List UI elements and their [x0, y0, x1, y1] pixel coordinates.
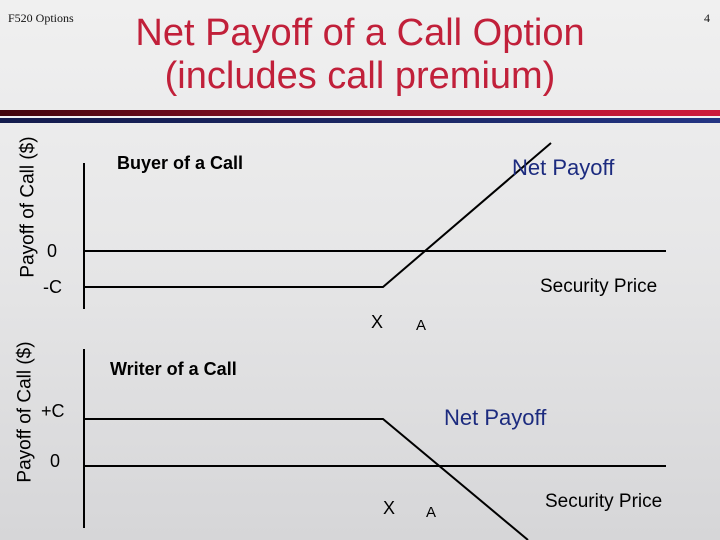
writer-x-axis-label: Security Price — [545, 491, 663, 512]
buyer-net-payoff-line — [84, 142, 552, 288]
writer-premium-tick: +C — [41, 401, 65, 421]
writer-net-payoff-label: Net Payoff — [444, 405, 547, 430]
writer-chart-heading: Writer of a Call — [110, 359, 237, 379]
buyer-y-axis-label: Payoff of Call ($) — [17, 136, 39, 278]
buyer-breakeven-tick: A — [416, 317, 427, 334]
divider-gap — [0, 116, 720, 118]
writer-breakeven-tick: A — [426, 504, 437, 521]
divider-blue-bar — [0, 118, 720, 123]
buyer-strike-tick: X — [371, 312, 384, 332]
writer-zero-tick: 0 — [50, 451, 61, 471]
writer-net-payoff-line — [84, 418, 529, 540]
slide-number: 4 — [704, 11, 710, 25]
slide-title-line1: Net Payoff of a Call Option — [135, 12, 585, 54]
divider-red-bar — [0, 110, 720, 116]
slide-title: Net Payoff of a Call Option (includes ca… — [0, 12, 720, 98]
buyer-zero-tick: 0 — [47, 241, 58, 261]
title-divider — [0, 110, 720, 123]
buyer-x-axis-label: Security Price — [540, 276, 658, 297]
writer-strike-tick: X — [383, 498, 396, 518]
buyer-premium-tick: -C — [43, 277, 62, 297]
header-course-code: F520 Options — [8, 11, 74, 25]
buyer-chart-heading: Buyer of a Call — [117, 153, 244, 173]
slide-title-line2: (includes call premium) — [164, 55, 556, 97]
writer-y-axis-label: Payoff of Call ($) — [14, 341, 36, 483]
buyer-net-payoff-label: Net Payoff — [512, 155, 615, 180]
